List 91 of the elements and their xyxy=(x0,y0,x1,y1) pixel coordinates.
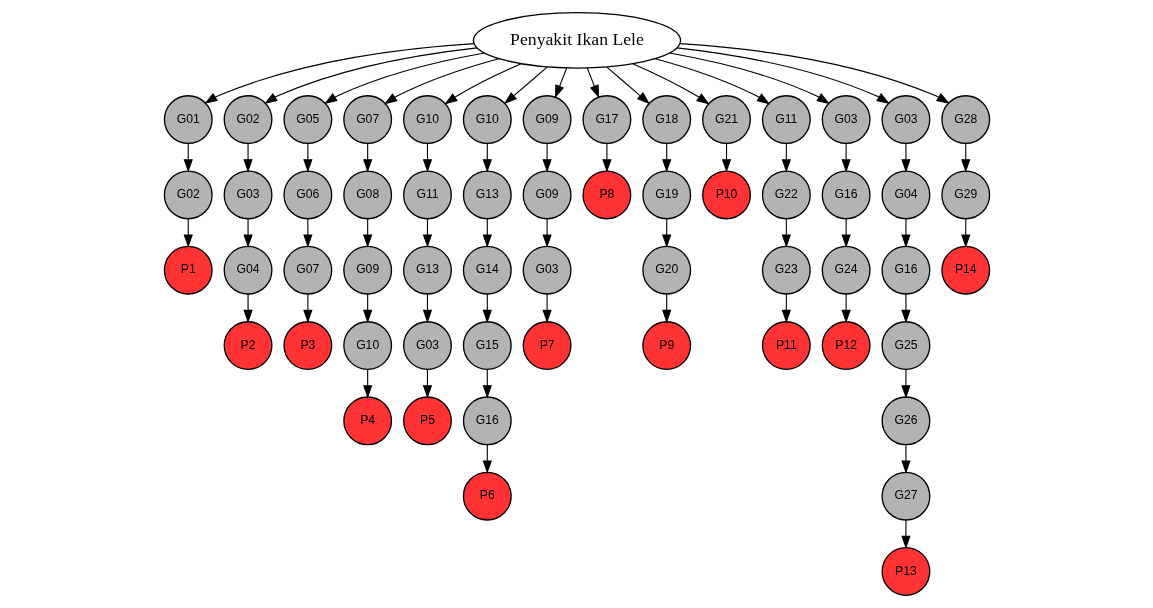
arrow xyxy=(541,142,552,173)
arrow xyxy=(323,52,485,105)
node-circle: P4 xyxy=(342,396,392,446)
arrow xyxy=(383,58,499,105)
arrow xyxy=(601,142,612,173)
node-circle: G20 xyxy=(641,245,691,295)
node-circle: G03 xyxy=(522,245,572,295)
node-circle: G03 xyxy=(821,95,871,145)
node-circle: P2 xyxy=(223,321,273,370)
node-circle: G13 xyxy=(462,170,512,220)
node-circle: P3 xyxy=(282,321,332,370)
node-circle: P12 xyxy=(821,321,871,370)
node-circle: P9 xyxy=(641,321,691,370)
node-circle: G16 xyxy=(821,170,871,220)
node-circle: P7 xyxy=(522,321,572,370)
node-circle: G21 xyxy=(701,95,751,145)
arrow xyxy=(654,58,770,105)
node-circle: G03 xyxy=(223,170,273,220)
arrow xyxy=(302,218,313,248)
arrow xyxy=(668,52,830,105)
arrow xyxy=(679,43,950,104)
node-circle: G04 xyxy=(880,170,930,220)
node-circle: G10 xyxy=(402,95,452,145)
arrow xyxy=(503,66,548,105)
node-circle: G05 xyxy=(282,95,332,145)
node-circle: G07 xyxy=(342,95,392,145)
node-circle: G04 xyxy=(223,245,273,295)
node-circle: G03 xyxy=(402,321,452,370)
arrow xyxy=(840,218,851,248)
node-circle: P14 xyxy=(940,245,990,295)
arrow xyxy=(586,67,599,99)
arrow xyxy=(242,218,253,248)
node-circle: P11 xyxy=(761,321,811,370)
arrow xyxy=(840,142,851,173)
node-circle: P6 xyxy=(462,471,512,521)
node-circle: G15 xyxy=(462,321,512,370)
node-circle: G27 xyxy=(880,471,930,521)
node-circle: G02 xyxy=(163,170,213,220)
node-circle: G18 xyxy=(641,95,691,145)
node-circle: P13 xyxy=(880,547,930,596)
node-circle: G19 xyxy=(641,170,691,220)
node-circle: G10 xyxy=(342,321,392,370)
arrow xyxy=(900,293,911,324)
arrow xyxy=(676,47,890,104)
node-circle: G08 xyxy=(342,170,392,220)
node-circle: G26 xyxy=(880,396,930,446)
node-circle: G25 xyxy=(880,321,930,370)
node-circle: G17 xyxy=(581,95,631,145)
node-circle: G22 xyxy=(761,170,811,220)
node-circle: G06 xyxy=(282,170,332,220)
arrow xyxy=(605,66,650,105)
node-circle: G07 xyxy=(282,245,332,295)
node-circle: G03 xyxy=(880,95,930,145)
node-circle: G09 xyxy=(522,95,572,145)
node-circle: P5 xyxy=(402,396,452,446)
node-circle: P10 xyxy=(701,170,751,220)
node-circle: G02 xyxy=(223,95,273,145)
arrow xyxy=(302,142,313,173)
node-circle: G11 xyxy=(402,170,452,220)
arrow xyxy=(541,293,552,324)
node-circle: G24 xyxy=(821,245,871,295)
node-ellipse: Penyakit Ikan Lele xyxy=(472,12,681,69)
arrow xyxy=(631,63,710,105)
node-circle: G16 xyxy=(880,245,930,295)
node-circle: G09 xyxy=(522,170,572,220)
arrow xyxy=(302,293,313,324)
node-circle: G10 xyxy=(462,95,512,145)
node-circle: P8 xyxy=(581,170,631,220)
arrow xyxy=(242,293,253,324)
node-circle: G13 xyxy=(402,245,452,295)
arrow xyxy=(900,519,911,550)
node-circle: G23 xyxy=(761,245,811,295)
node-circle: G11 xyxy=(761,95,811,145)
arrow xyxy=(554,67,567,99)
arrow xyxy=(443,63,522,105)
arrow xyxy=(900,218,911,248)
node-circle: G16 xyxy=(462,396,512,446)
arrow xyxy=(840,293,851,324)
arrow xyxy=(541,218,552,248)
arrow xyxy=(263,47,477,104)
node-circle: G28 xyxy=(940,95,990,145)
arrow xyxy=(242,142,253,173)
node-circle: G09 xyxy=(342,245,392,295)
node-circle: P1 xyxy=(163,245,213,295)
arrow xyxy=(203,43,474,104)
arrow xyxy=(900,368,911,399)
arrow xyxy=(900,444,911,474)
node-circle: G29 xyxy=(940,170,990,220)
node-circle: G01 xyxy=(163,95,213,145)
node-circle: G14 xyxy=(462,245,512,295)
arrow xyxy=(900,142,911,173)
